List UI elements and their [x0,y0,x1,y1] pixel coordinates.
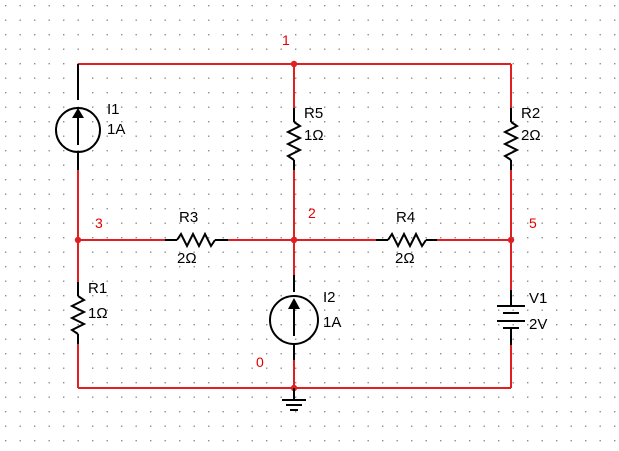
resistor-zigzag-icon [69,295,87,335]
r2-value-label: 2Ω [521,127,541,144]
junctions [74,60,515,392]
node-label-0: 0 [256,354,264,370]
r3-value-label: 2Ω [177,250,197,267]
resistor-zigzag-icon [502,121,520,161]
r2-name-label: R2 [521,105,540,122]
resistor-r4[interactable] [376,231,437,249]
r1-value-label: 1Ω [88,305,108,322]
node-label-1: 1 [282,32,290,48]
resistor-r2[interactable] [502,108,520,170]
junction-dot [290,60,298,68]
r3-name-label: R3 [179,209,198,226]
junction-dot [507,236,515,244]
up-arrow-icon [72,108,84,118]
i2-value-label: 1A [323,314,341,331]
resistor-zigzag-icon [285,121,303,161]
resistor-r3[interactable] [165,231,228,249]
v1-value-label: 2V [529,316,547,333]
junction-dot [290,236,298,244]
node-label-3: 3 [95,215,103,231]
i1-value-label: 1A [107,121,125,138]
r1-name-label: R1 [88,280,107,297]
battery-v1[interactable] [497,290,525,345]
node-label-2: 2 [308,205,316,221]
resistor-zigzag-icon [387,231,427,249]
r5-value-label: 1Ω [304,127,324,144]
r5-name-label: R5 [304,105,323,122]
current-source-i2[interactable] [269,275,319,360]
i1-name-label: I1 [107,101,120,118]
current-source-i1[interactable] [55,64,101,170]
r4-name-label: R4 [396,209,415,226]
resistor-r1[interactable] [69,282,87,344]
i2-name-label: I2 [323,289,336,306]
up-arrow-icon [288,298,300,309]
resistor-zigzag-icon [176,231,216,249]
v1-name-label: V1 [529,290,547,307]
resistor-r5[interactable] [285,108,303,170]
r4-value-label: 2Ω [395,250,415,267]
junction-dot [74,236,82,244]
ground-icon[interactable] [282,388,306,411]
node-label-5: 5 [529,215,537,231]
